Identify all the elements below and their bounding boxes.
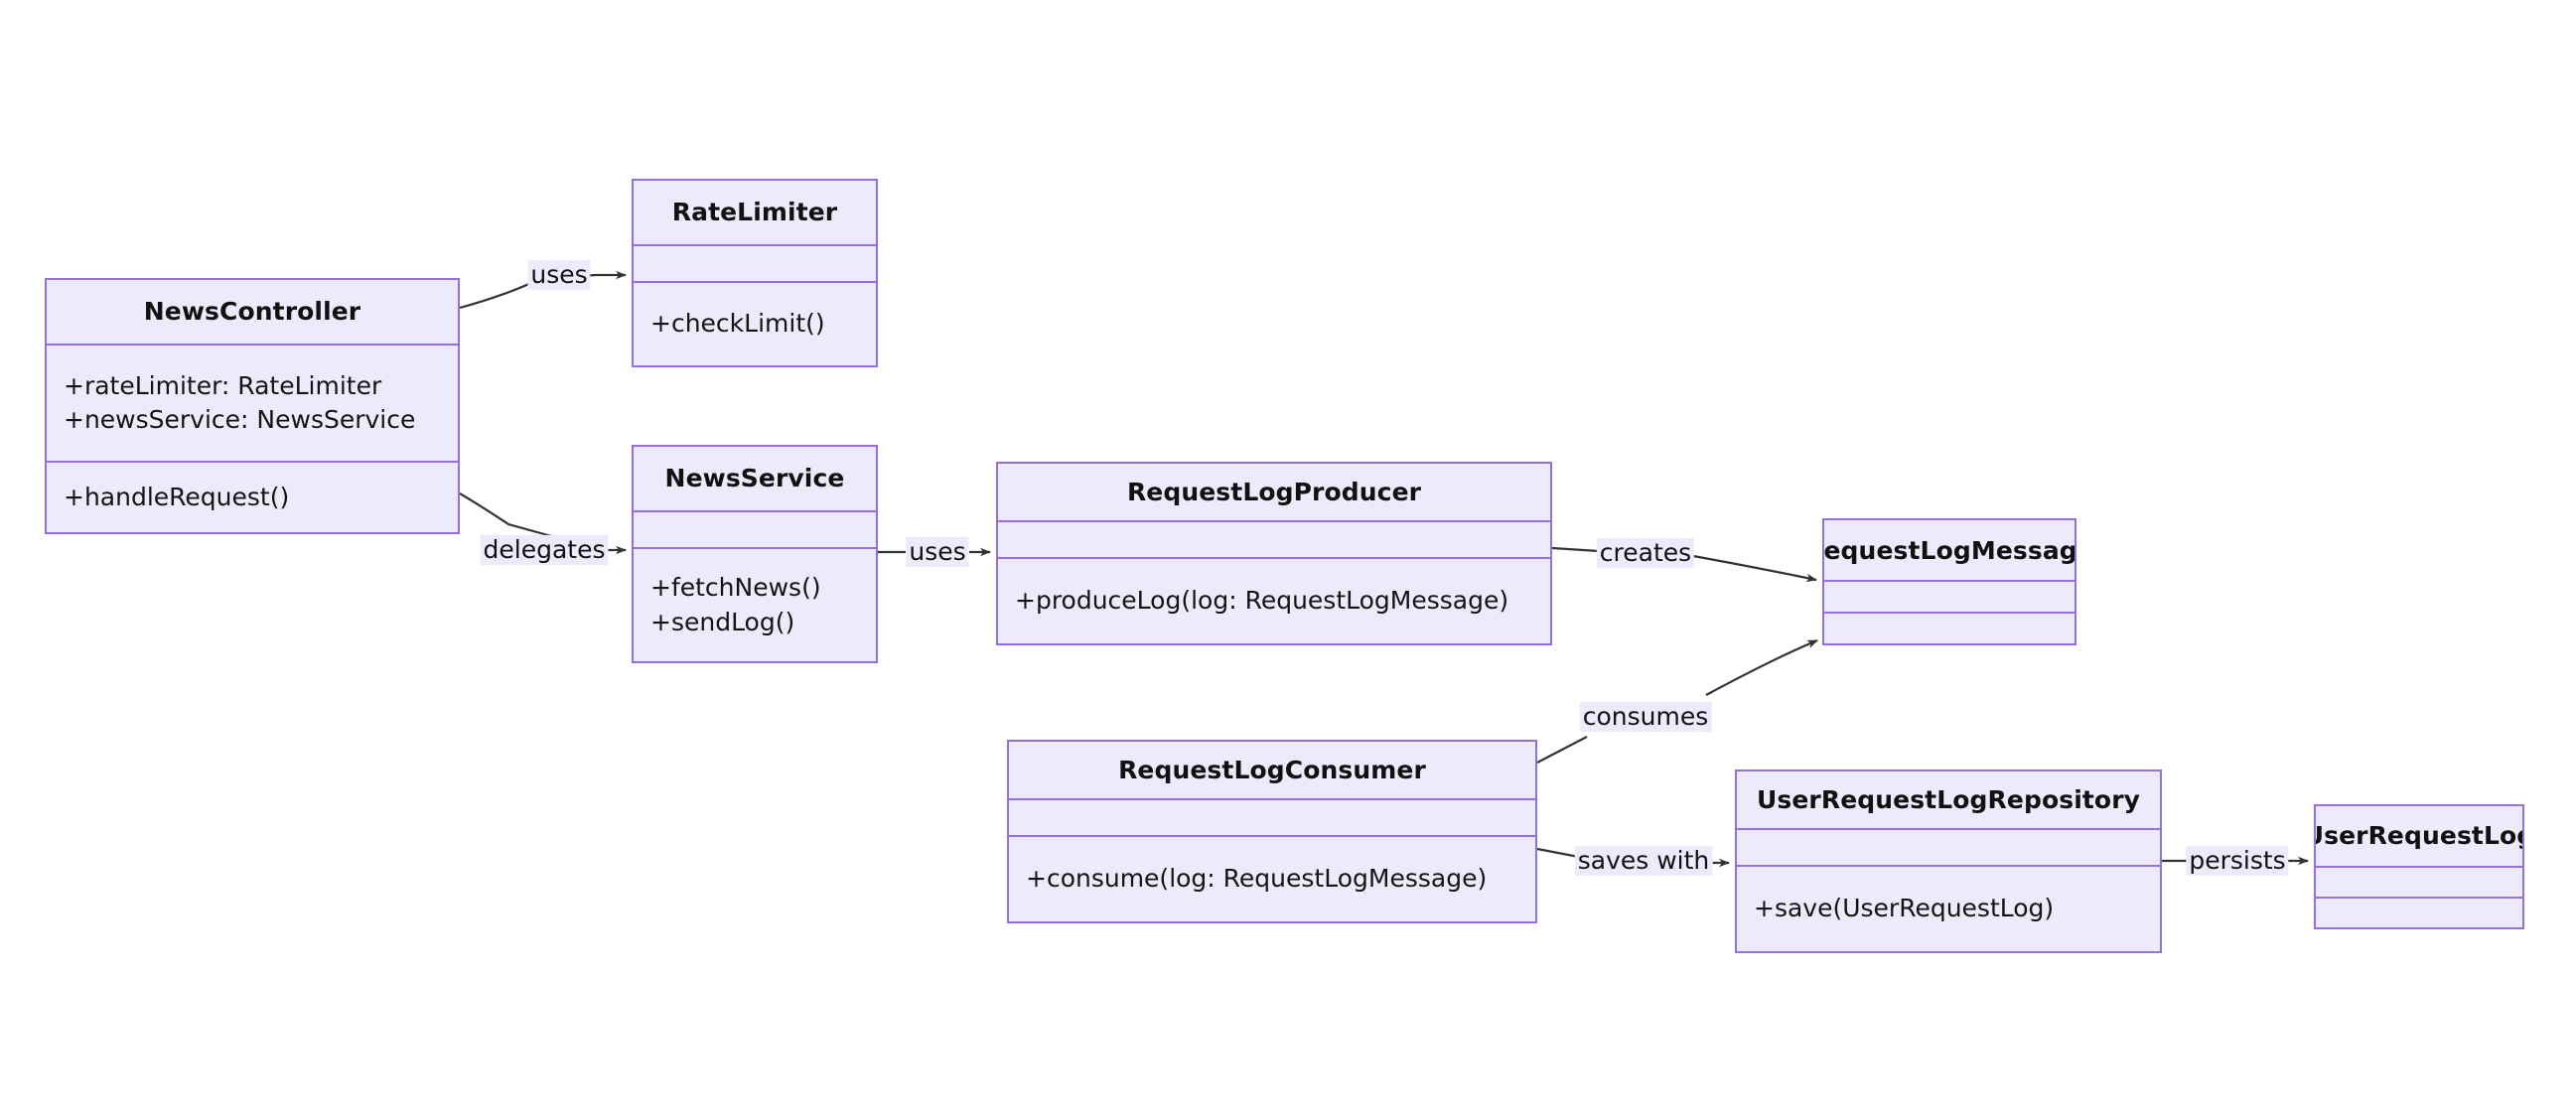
class-methods-request-log-producer: +produceLog(log: RequestLogMessage) [998,556,1550,643]
class-methods-news-controller: +handleRequest() [47,461,458,532]
edge-arrow-edge-consumes-message [1705,638,1818,696]
class-box-request-log-consumer[interactable]: RequestLogConsumer +consume(log: RequestL… [1007,740,1537,923]
edge-label-edge-uses-producer: uses [906,536,969,568]
class-attributes-news-service [634,509,876,547]
class-methods-user-request-log [2316,896,2522,927]
class-attributes-user-request-log-repository [1737,827,2160,865]
method-line: +checkLimit() [650,309,825,339]
class-box-user-request-log-repository[interactable]: UserRequestLogRepository +save(UserReques… [1735,769,2162,953]
class-name-request-log-producer: RequestLogProducer [1126,477,1422,506]
edge-label-edge-saves-with-repository: saves with [1574,845,1713,877]
class-box-rate-limiter[interactable]: RateLimiter +checkLimit() [632,179,878,367]
edge-arrow-edge-creates-message [1692,554,1817,583]
class-box-user-request-log[interactable]: UserRequestLog [2314,804,2524,929]
edge-label-edge-delegates-newsservice: delegates [480,534,609,566]
class-attributes-request-log-message [1824,580,2075,612]
class-name-request-log-message: RequestLogMessage [1824,535,2075,565]
class-name-user-request-log-repository: UserRequestLogRepository [1756,784,2141,814]
class-attributes-news-controller: +rateLimiter: RateLimiter +newsService: N… [47,343,458,461]
edge-line-edge-creates-message [1551,546,1600,553]
class-attributes-request-log-consumer [1009,797,1535,835]
method-line: +handleRequest() [64,482,290,511]
class-methods-request-log-message [1824,612,2075,643]
class-attributes-request-log-producer [998,519,1550,557]
class-box-request-log-producer[interactable]: RequestLogProducer +produceLog(log: Reque… [996,462,1552,645]
edge-label-edge-persists-userrequestlog: persists [2186,845,2289,877]
edge-line-edge-consumes-message [1536,736,1588,764]
edge-label-edge-uses-ratelimiter: uses [527,259,591,291]
method-line: +consume(log: RequestLogMessage) [1026,864,1488,894]
class-methods-news-service: +fetchNews() +sendLog() [634,547,876,661]
class-box-news-controller[interactable]: NewsController+rateLimiter: RateLimiter+… [45,278,460,534]
class-box-request-log-message[interactable]: RequestLogMessage [1822,518,2076,645]
class-name-news-controller: NewsController [143,297,361,327]
class-attributes-rate-limiter [634,243,876,281]
class-name-news-service: NewsService [664,464,845,493]
class-methods-request-log-consumer: +consume(log: RequestLogMessage) [1009,834,1535,921]
class-name-request-log-consumer: RequestLogConsumer [1118,755,1426,784]
edge-label-edge-consumes-message: consumes [1579,701,1712,733]
method-line: +sendLog() [650,607,795,636]
attribute-line: +rateLimiter: RateLimiter [64,370,382,400]
attribute-line: +newsService: NewsService [64,405,416,435]
class-methods-user-request-log-repository: +save(UserRequestLog) [1737,864,2160,951]
method-line: +save(UserRequestLog) [1754,894,2055,923]
class-box-news-service[interactable]: NewsService +fetchNews() +sendLog() [632,445,878,663]
method-line: +fetchNews() [650,573,821,603]
class-name-user-request-log: UserRequestLog [2316,821,2522,851]
edge-label-edge-creates-message: creates [1596,537,1695,569]
class-attributes-user-request-log [2316,865,2522,897]
class-methods-rate-limiter: +checkLimit() [634,280,876,365]
class-name-rate-limiter: RateLimiter [671,198,838,227]
method-line: +produceLog(log: RequestLogMessage) [1015,586,1509,616]
